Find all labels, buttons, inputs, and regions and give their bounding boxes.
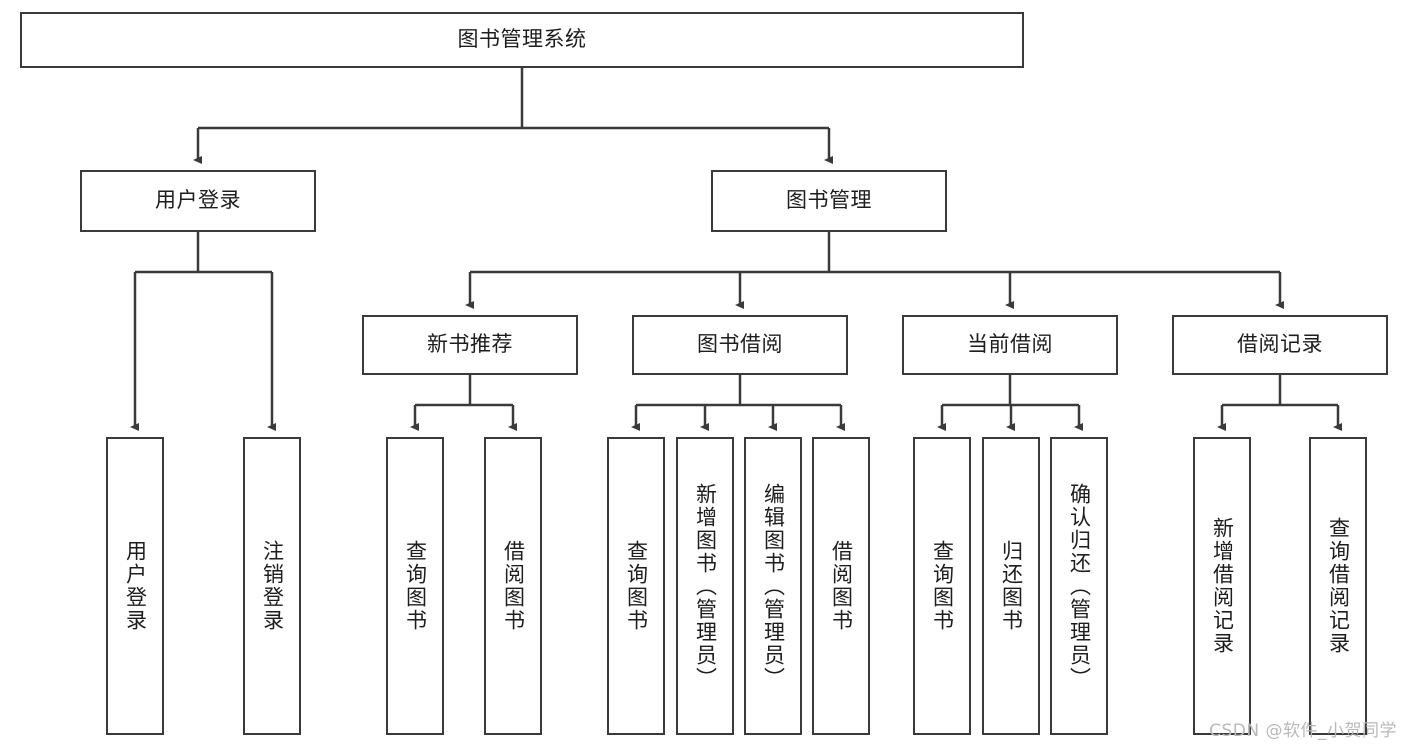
- node-current-borrow[interactable]: 当前借阅: [902, 315, 1118, 375]
- node-user-login[interactable]: 用户登录: [80, 170, 316, 232]
- node-book-borrow[interactable]: 图书借阅: [632, 315, 848, 375]
- leaf-new-book-query-book[interactable]: 查询图书: [386, 437, 444, 735]
- leaf-current-borrow-confirm-return-admin[interactable]: 确认归还（管理员）: [1050, 437, 1108, 735]
- leaf-book-borrow-edit-book-admin[interactable]: 编辑图书（管理员）: [744, 437, 802, 735]
- leaf-book-borrow-add-book-admin[interactable]: 新增图书（管理员）: [676, 437, 734, 735]
- node-root-book-management-system[interactable]: 图书管理系统: [20, 12, 1024, 68]
- leaf-book-borrow-query-book[interactable]: 查询图书: [607, 437, 665, 735]
- node-book-management[interactable]: 图书管理: [711, 170, 947, 232]
- leaf-user-login-login[interactable]: 用户登录: [106, 437, 164, 735]
- leaf-current-borrow-query-book[interactable]: 查询图书: [913, 437, 971, 735]
- node-new-book-recommend[interactable]: 新书推荐: [362, 315, 578, 375]
- leaf-borrow-record-add-record[interactable]: 新增借阅记录: [1193, 437, 1251, 735]
- leaf-book-borrow-borrow-book[interactable]: 借阅图书: [812, 437, 870, 735]
- leaf-user-login-logout[interactable]: 注销登录: [243, 437, 301, 735]
- leaf-borrow-record-query-record[interactable]: 查询借阅记录: [1309, 437, 1367, 735]
- leaf-new-book-borrow-book[interactable]: 借阅图书: [484, 437, 542, 735]
- node-borrow-record[interactable]: 借阅记录: [1172, 315, 1388, 375]
- leaf-current-borrow-return-book[interactable]: 归还图书: [982, 437, 1040, 735]
